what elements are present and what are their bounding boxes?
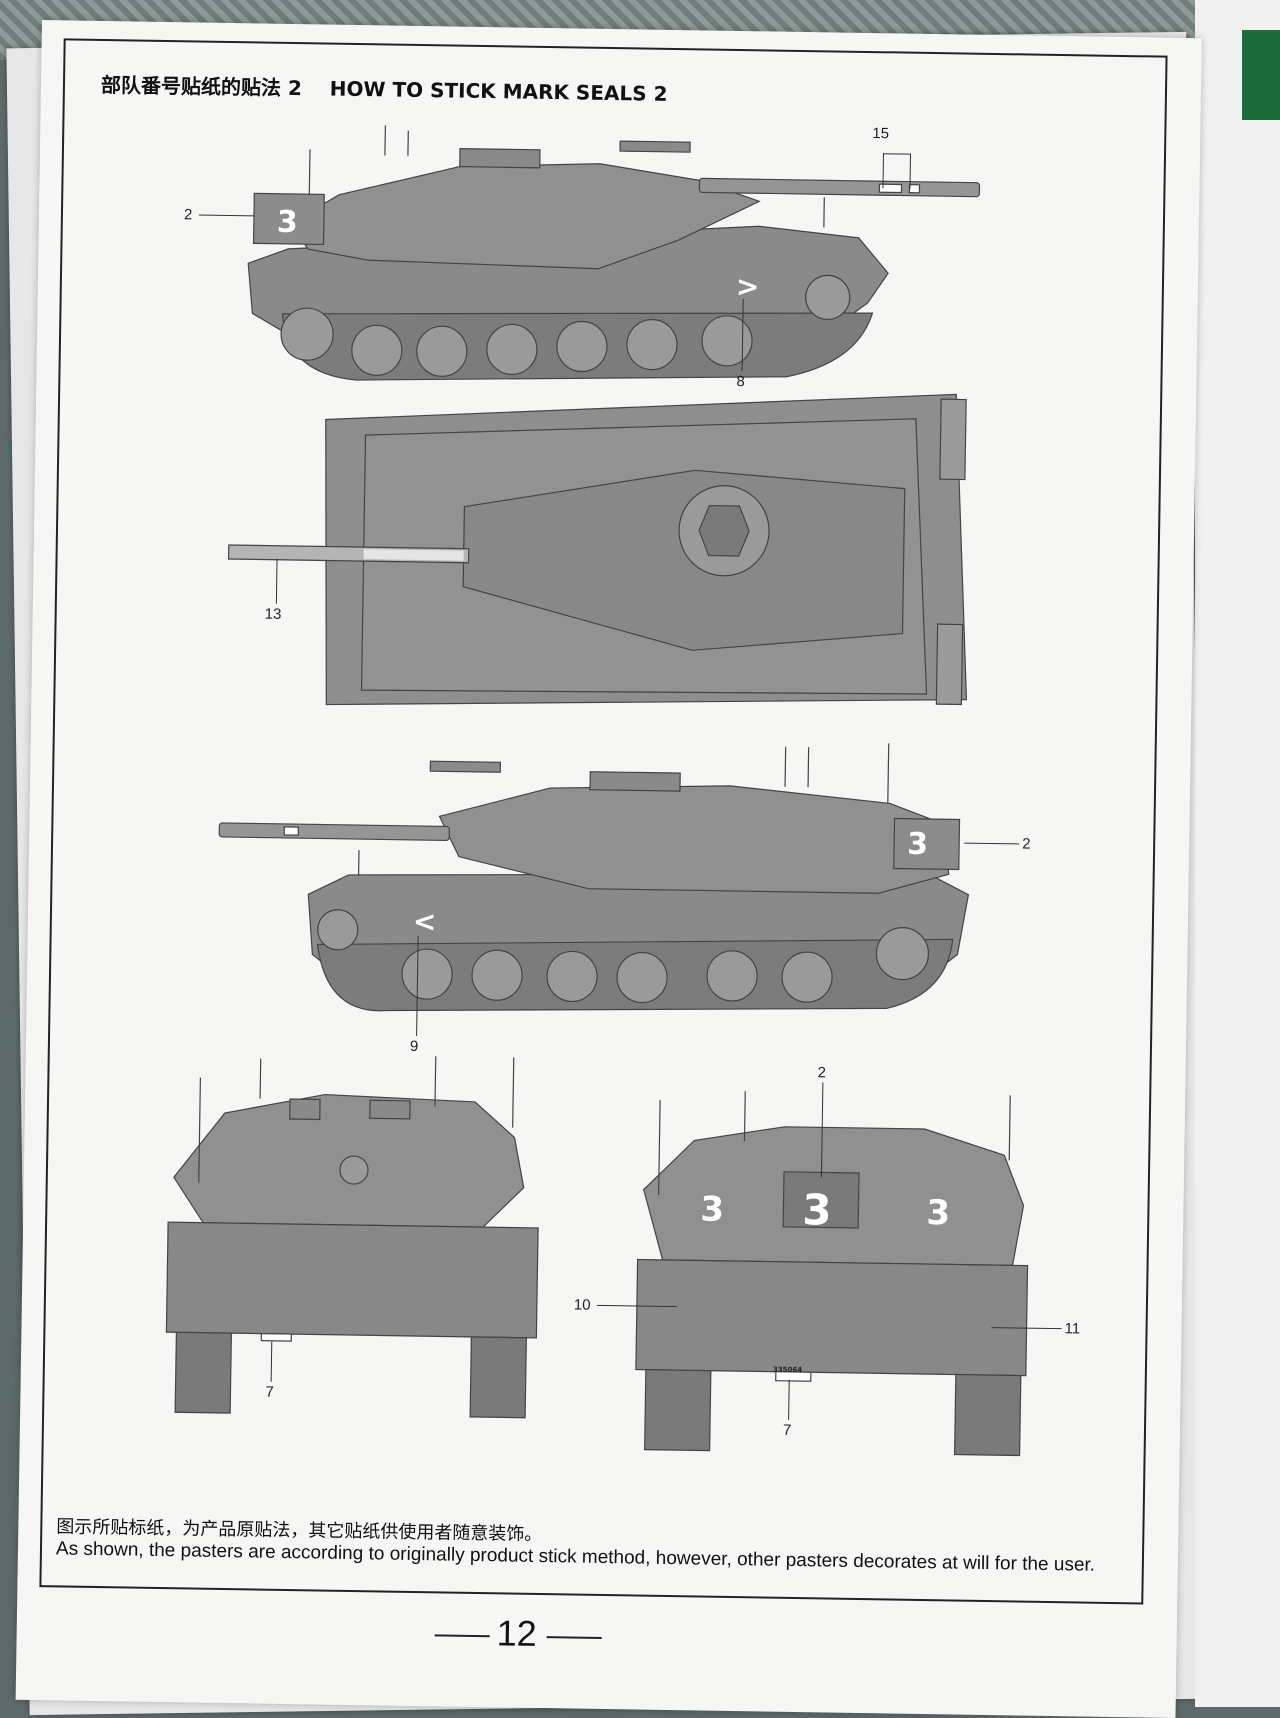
rear-plate-number: 335064 xyxy=(773,1366,802,1374)
callout-2-side: 2 xyxy=(1022,835,1031,852)
chevron-mark-right: > xyxy=(736,270,760,303)
callout-9: 9 xyxy=(410,1038,419,1055)
rear-number-right: 3 xyxy=(926,1193,950,1233)
rear-number-center: 3 xyxy=(802,1185,832,1234)
page-number-rule-right xyxy=(547,1636,602,1639)
callout-11: 11 xyxy=(1064,1320,1080,1337)
manual-page: 部队番号贴纸的贴法 2 HOW TO STICK MARK SEALS 2 xyxy=(16,20,1202,1718)
callout-2-top: 2 xyxy=(184,206,193,223)
chevron-mark-left: < xyxy=(413,905,437,938)
callout-15: 15 xyxy=(872,125,889,142)
tank-side-view-2 xyxy=(216,733,970,1020)
green-tab xyxy=(1242,30,1280,120)
tank-top-view xyxy=(226,383,971,715)
adjacent-page xyxy=(1195,0,1280,1707)
callout-2-rear: 2 xyxy=(817,1064,826,1081)
tank-illustrations: 3 > xyxy=(17,20,1202,1618)
callout-10: 10 xyxy=(574,1297,591,1314)
callout-8: 8 xyxy=(736,373,745,390)
callout-7-rear: 7 xyxy=(783,1422,792,1439)
callout-13: 13 xyxy=(265,606,282,623)
rear-number-left: 3 xyxy=(700,1189,724,1229)
tank-rear-view xyxy=(635,1090,1031,1456)
page-number: 12 xyxy=(496,1612,537,1655)
page-number-rule-left xyxy=(435,1634,490,1637)
turret-number-mark: 3 xyxy=(277,205,298,240)
adjacent-page-text xyxy=(1250,150,1275,176)
tank-front-view xyxy=(165,1052,541,1418)
callout-7-front: 7 xyxy=(265,1384,274,1401)
tank-side-view-1 xyxy=(246,123,980,389)
turret-number-mark-2: 3 xyxy=(907,827,928,862)
